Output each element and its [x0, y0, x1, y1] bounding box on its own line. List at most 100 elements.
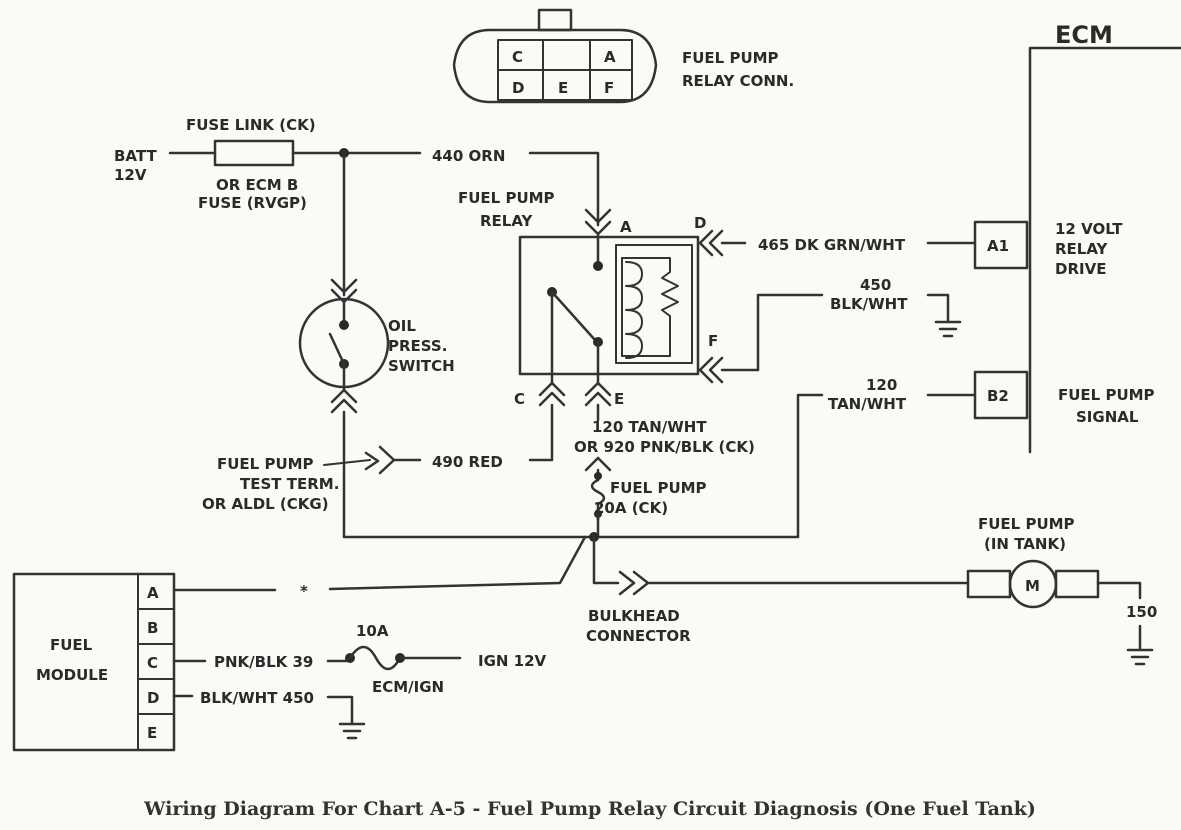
relay-label: FUEL PUMP [458, 189, 555, 207]
relay-pin-f-terminal [698, 356, 724, 384]
oil-switch-dot [339, 320, 349, 330]
fuse-20a-label-2: 20A (CK) [594, 499, 668, 517]
bulkhead-connector-icon [618, 570, 650, 596]
wire-150 [1096, 581, 1142, 600]
motor-icon [1008, 559, 1058, 609]
wire-450-label: 450 [860, 276, 891, 294]
fuse-10a-caption: ECM/IGN [372, 678, 444, 696]
fuse-alt-label-2: FUSE (RVGP) [198, 194, 307, 212]
ground-icon [934, 320, 962, 338]
ecm-a1-label-2: RELAY [1055, 240, 1109, 258]
relay-pin-c-terminal [538, 381, 566, 407]
module-d-ground-wire [326, 695, 354, 726]
test-term-arrow-icon [364, 451, 380, 471]
wire-pump-feed [592, 535, 620, 585]
module-a-wire-2 [328, 535, 587, 591]
fuse-20a-dot [594, 472, 602, 480]
fuel-module-label-2: MODULE [36, 666, 108, 684]
batt-label: BATT [114, 147, 157, 165]
ecm-boundary [1028, 46, 1181, 454]
ecm-pin-a1: A1 [987, 237, 1009, 255]
module-pin-a: A [147, 584, 159, 602]
wire-oil-switch-to-pump [342, 410, 599, 539]
relay-pin-e-terminal [584, 381, 612, 407]
batt-voltage-label: 12V [114, 166, 147, 184]
relay-pin-d-terminal [698, 229, 724, 257]
fuse-link [213, 139, 295, 167]
ecm-pin-b2: B2 [987, 387, 1009, 405]
wire-150-label: 150 [1126, 603, 1157, 621]
oil-switch-arm [328, 332, 346, 366]
fuse-20a-terminal [584, 456, 612, 472]
fuse-20a-icon [590, 478, 606, 522]
module-pin-d: D [147, 689, 159, 707]
relay-conn-label-2: RELAY CONN. [682, 72, 794, 90]
conn-pin-a: A [604, 48, 616, 66]
module-pin-c: C [147, 654, 158, 672]
ecm-a1-label-3: DRIVE [1055, 260, 1106, 278]
wire-440 [528, 151, 600, 227]
oil-switch-label-2: PRESS. [388, 337, 447, 355]
relay-pin-a: A [620, 218, 632, 236]
conn-pin-d: D [512, 79, 524, 97]
module-pin-e: E [147, 724, 157, 742]
relay-body [518, 232, 700, 386]
wire-450-label-2: BLK/WHT [830, 295, 908, 313]
test-term-leader [323, 459, 371, 466]
wire-120-label: 120 [866, 376, 897, 394]
relay-pin-f: F [708, 332, 718, 350]
diagram-caption: Wiring Diagram For Chart A-5 - Fuel Pump… [143, 798, 1036, 820]
wire-120-label-2: TAN/WHT [828, 395, 907, 413]
wire-120-920-label: 120 TAN/WHT [592, 418, 707, 436]
fuse-10a-icon [348, 645, 402, 671]
fuse-alt-label: OR ECM B [216, 176, 298, 194]
bulkhead-label: BULKHEAD [588, 607, 680, 625]
pump-body-right [1054, 569, 1100, 599]
conn-pin-e: E [558, 79, 568, 97]
bulkhead-label-2: CONNECTOR [586, 627, 691, 645]
wire-465-label: 465 DK GRN/WHT [758, 236, 906, 254]
ecm-title: ECM [1055, 21, 1113, 49]
ecm-b2-label: FUEL PUMP [1058, 386, 1155, 404]
relay-pin-c: C [514, 390, 525, 408]
wire-450-ground [926, 293, 950, 324]
conn-pin-f: F [604, 79, 614, 97]
fuse-20a-label: FUEL PUMP [610, 479, 707, 497]
test-term-label-2: TEST TERM. [240, 475, 339, 493]
module-c-wire-label: PNK/BLK 39 [214, 653, 313, 671]
wire-440-label: 440 ORN [432, 147, 505, 165]
conn-pin-c: C [512, 48, 523, 66]
oil-switch-label: OIL [388, 317, 416, 335]
ign-label: IGN 12V [478, 652, 547, 670]
pump-body-left [966, 569, 1012, 599]
relay-conn-label: FUEL PUMP [682, 49, 779, 67]
relay-connector-face [452, 8, 658, 104]
wire-490-label: 490 RED [432, 453, 503, 471]
relay-pin-d: D [694, 214, 706, 232]
motor-label: M [1025, 577, 1040, 595]
wire-490 [528, 403, 554, 462]
oil-switch-bottom-terminal [330, 388, 358, 414]
wire-120-920-label-2: OR 920 PNK/BLK (CK) [574, 438, 755, 456]
test-term-label-3: OR ALDL (CKG) [202, 495, 329, 513]
pump-label: FUEL PUMP [978, 515, 1075, 533]
test-term-label: FUEL PUMP [217, 455, 314, 473]
wire-450 [720, 293, 824, 372]
test-term-connector [378, 445, 422, 475]
ecm-pin-a1-box [973, 220, 1029, 270]
module-pin-b: B [147, 619, 158, 637]
pump-ground-icon [1126, 624, 1154, 666]
pump-label-2: (IN TANK) [984, 535, 1066, 553]
module-d-wire-label: BLK/WHT 450 [200, 689, 314, 707]
wire-120 [595, 393, 824, 539]
ecm-b2-label-2: SIGNAL [1076, 408, 1139, 426]
fuse-10a-label: 10A [356, 622, 389, 640]
ecm-a1-label: 12 VOLT [1055, 220, 1123, 238]
relay-pin-e: E [614, 390, 624, 408]
module-a-asterisk: * [300, 582, 308, 600]
module-ground-icon [338, 722, 366, 740]
relay-label-2: RELAY [480, 212, 534, 230]
fuse-link-label: FUSE LINK (CK) [186, 116, 316, 134]
fuel-module-label: FUEL [50, 636, 93, 654]
